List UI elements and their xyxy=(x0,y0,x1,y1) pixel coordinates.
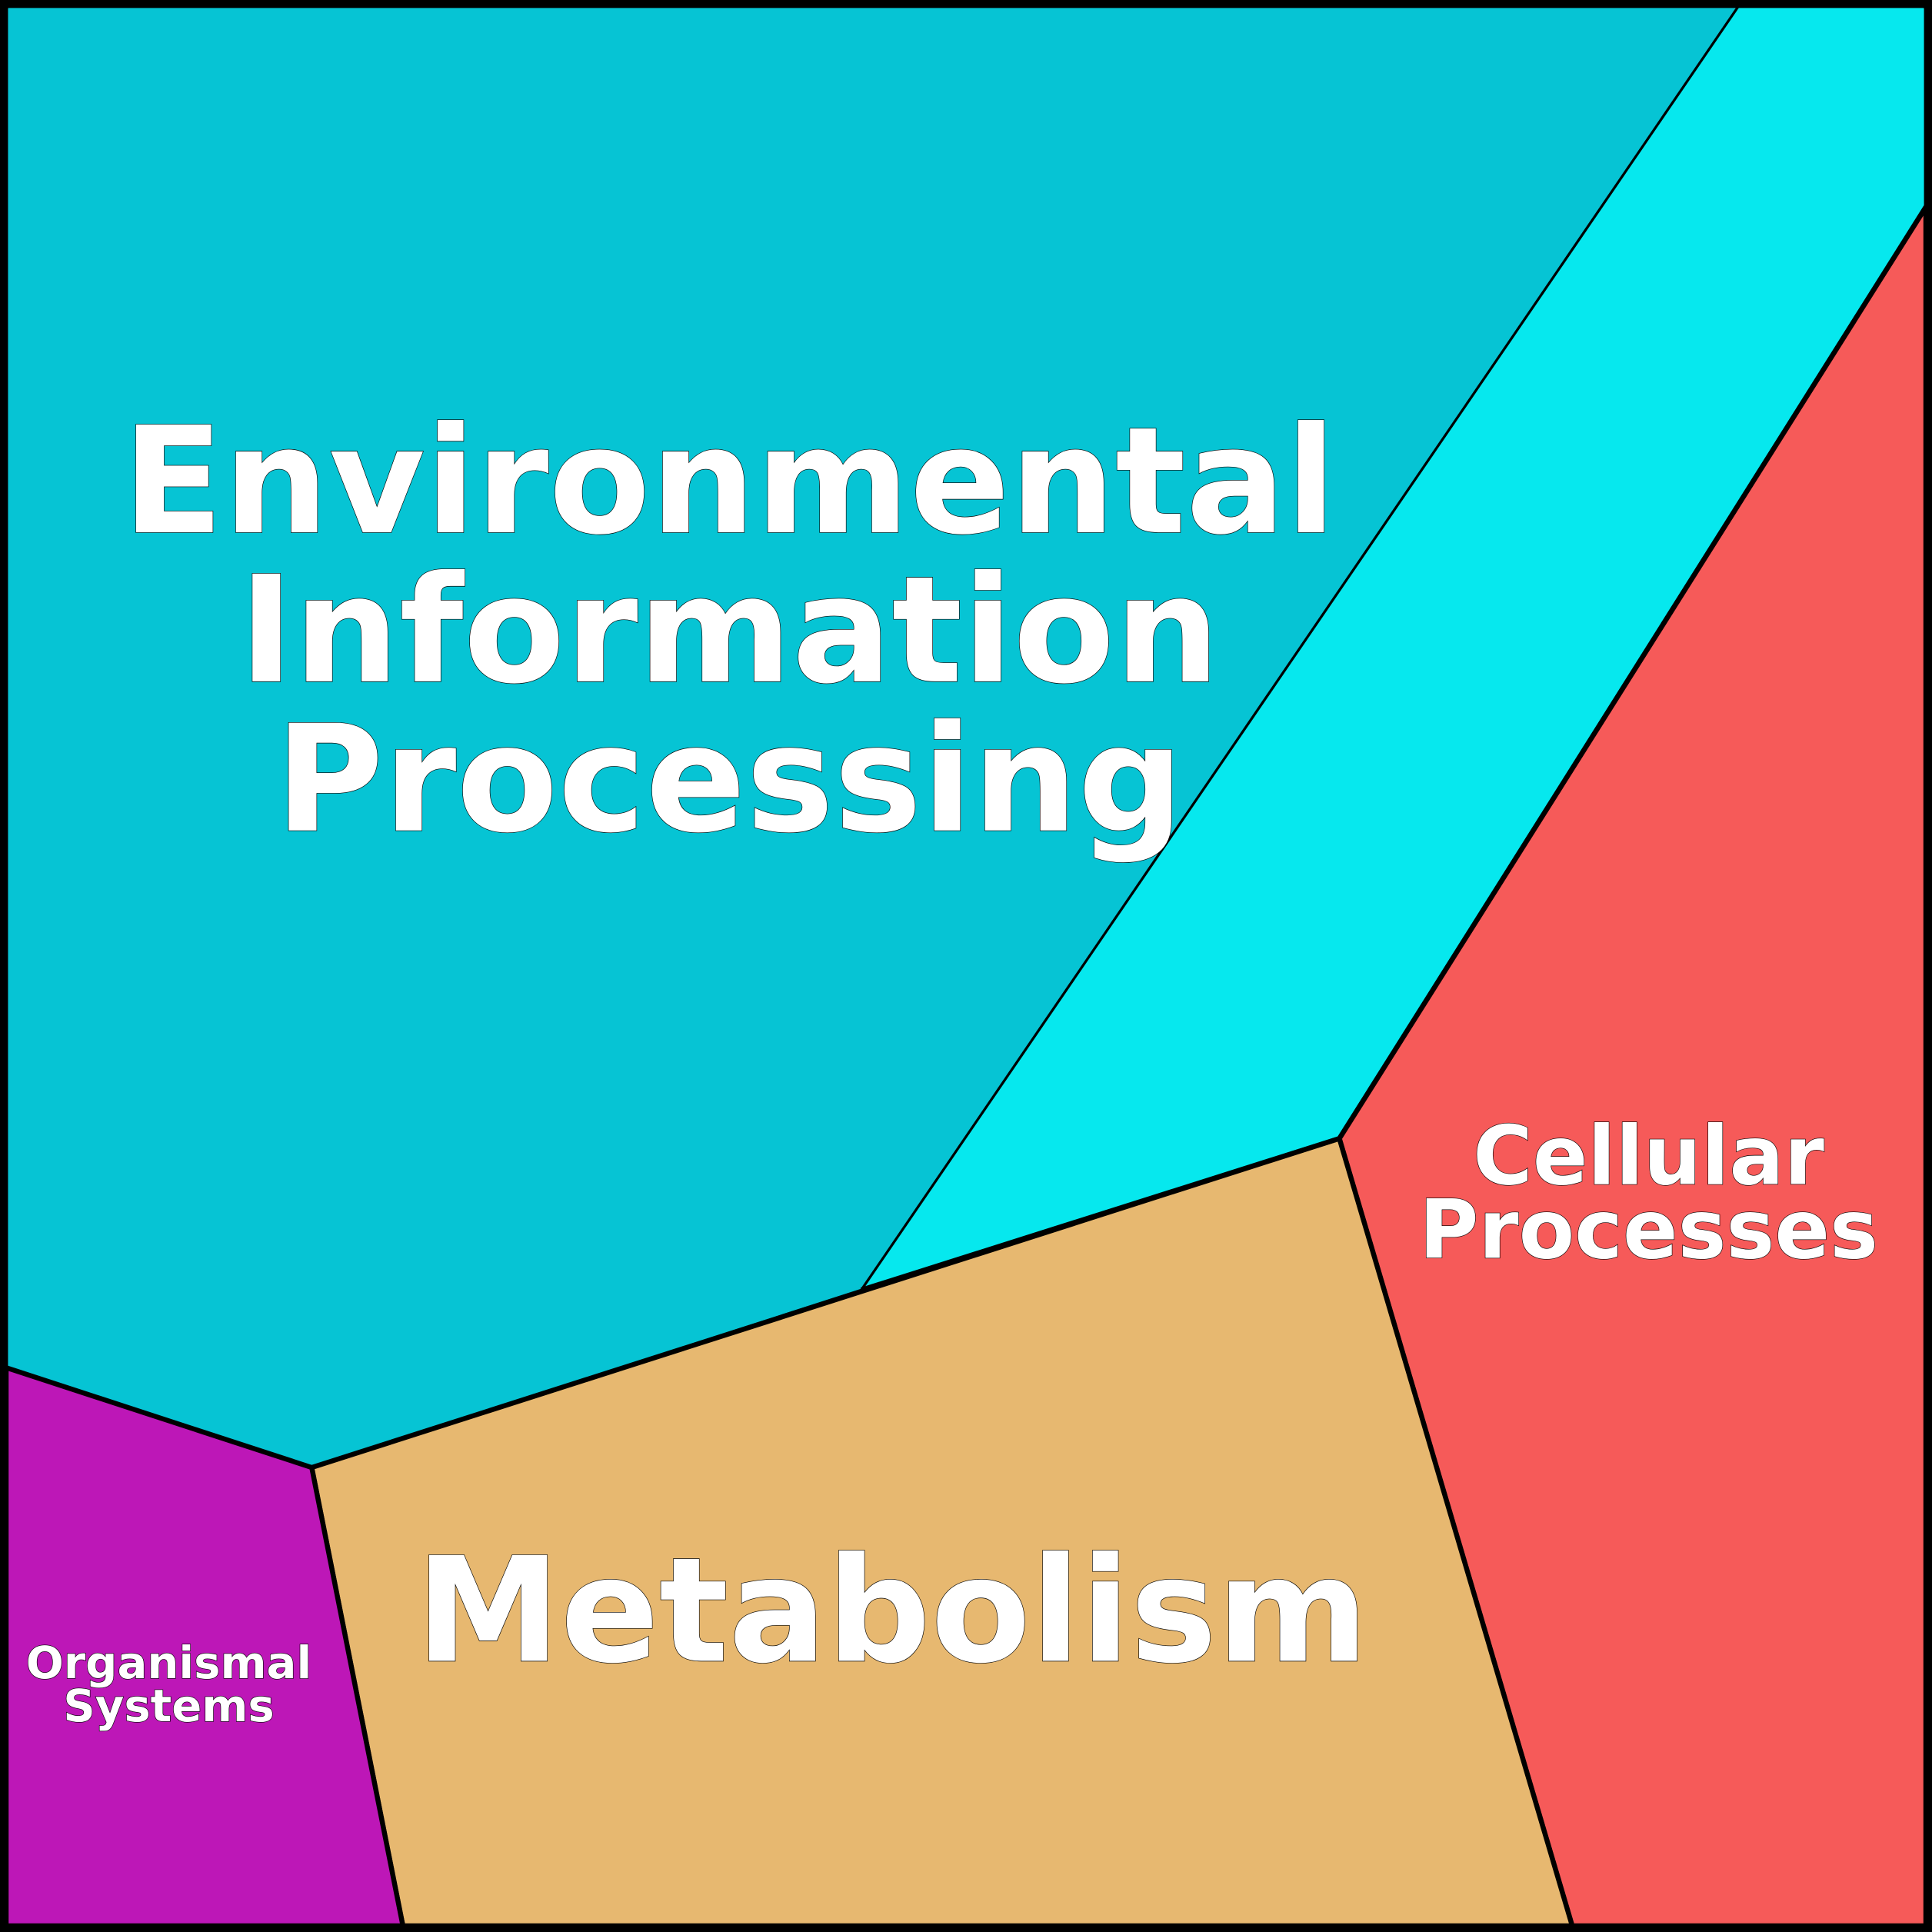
label-cellular-line2: Processes xyxy=(1419,1183,1878,1277)
label-environmental-line1: Environmental xyxy=(122,396,1336,568)
label-organismal-line1: Organismal xyxy=(26,1637,312,1689)
label-metabolism: Metabolism xyxy=(416,1527,1369,1696)
label-environmental-line3: Processing xyxy=(275,695,1184,866)
border-line xyxy=(860,1136,1341,1293)
border-line xyxy=(1337,205,1928,1140)
label-environmental-line2: Information xyxy=(239,545,1221,717)
label-cellular-line1: Cellular xyxy=(1473,1109,1824,1204)
label-organismal-line2: Systems xyxy=(63,1680,275,1732)
